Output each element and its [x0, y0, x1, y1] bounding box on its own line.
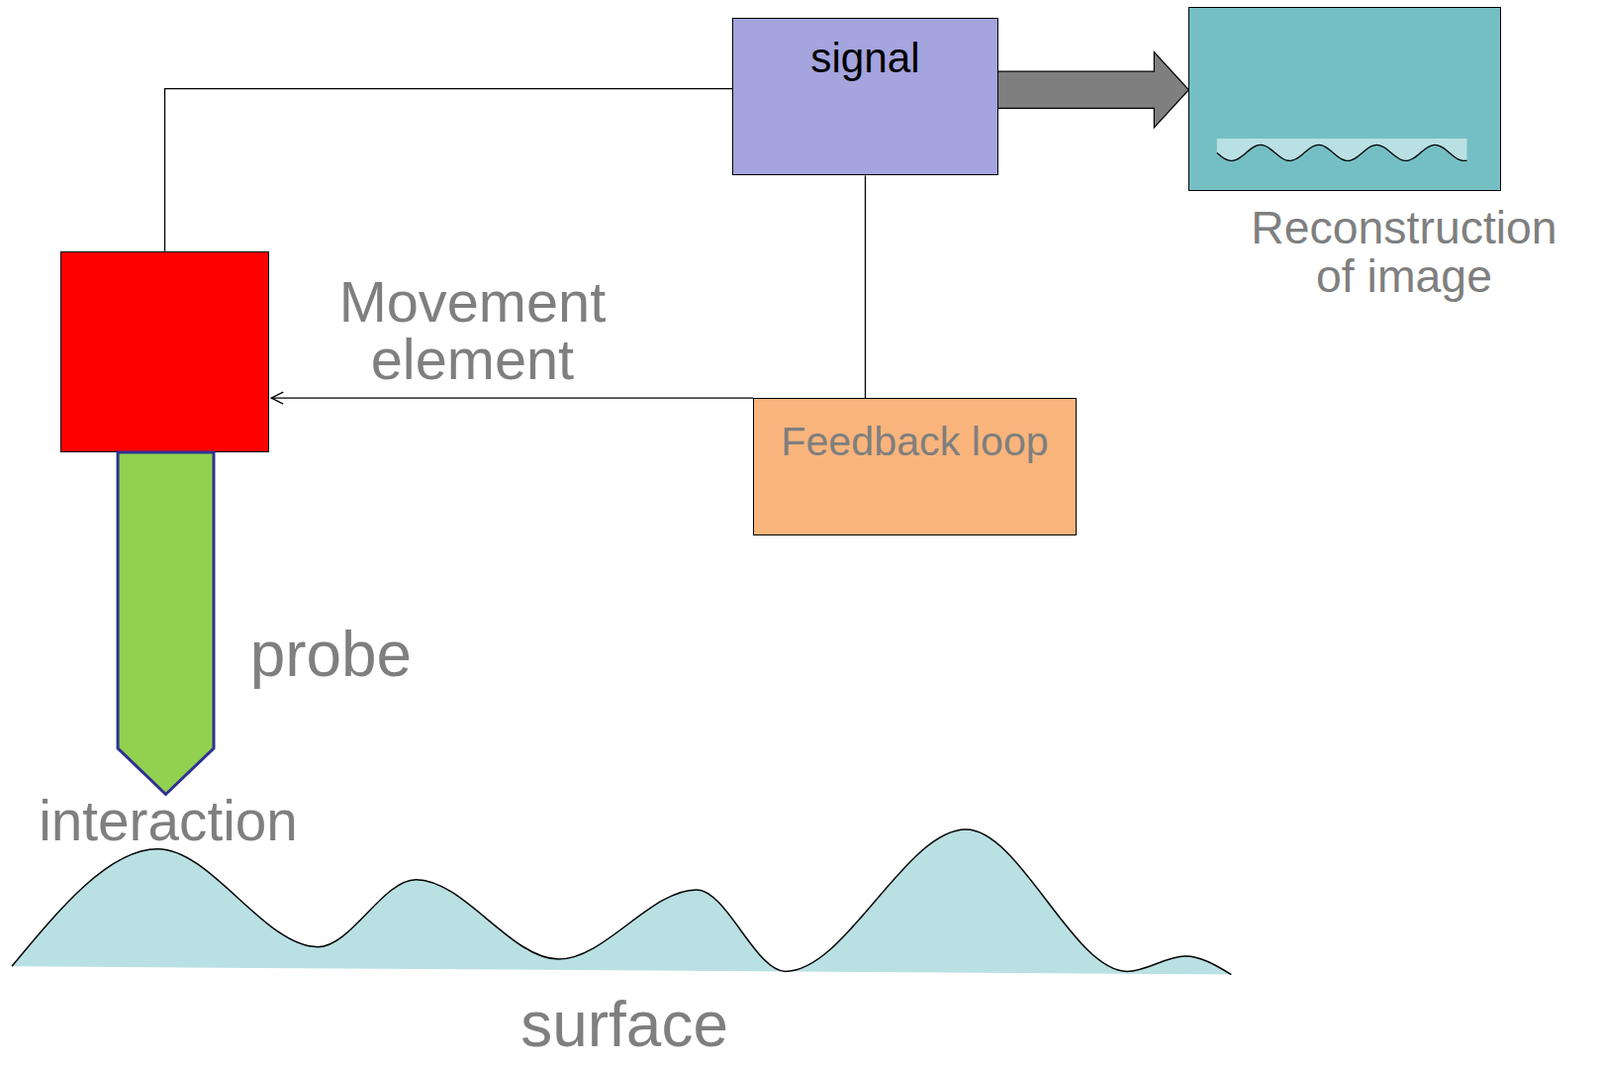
- node-label: Feedback loop: [753, 413, 1076, 471]
- signal-wire: [864, 175, 866, 398]
- profile-line: [1217, 145, 1468, 162]
- surface-profile: [11, 829, 1231, 974]
- node-label: probe: [250, 621, 455, 688]
- signal-wire: [271, 397, 753, 399]
- profile-fill: [1190, 138, 1468, 161]
- probe-outline: [115, 452, 216, 797]
- image-box: Reconstruction of image: [1188, 6, 1502, 191]
- probe-shape: probe: [115, 452, 216, 797]
- node-label: signal: [733, 36, 997, 81]
- node-label: Reconstruction of image: [1225, 203, 1584, 300]
- probe-body: [117, 452, 214, 794]
- node-label: surface: [507, 991, 743, 1058]
- reconstructed-profile: [1189, 7, 1503, 192]
- node-label: Movement element: [314, 274, 632, 389]
- surface-fill: [11, 829, 1231, 974]
- movement-element: Movement element: [60, 251, 270, 453]
- output-arrow: [996, 52, 1190, 128]
- feedback-box: Feedback loop: [752, 397, 1077, 536]
- interaction-label: interaction: [38, 791, 298, 851]
- signal-wire: [165, 89, 734, 252]
- signal-box: signal: [732, 17, 998, 177]
